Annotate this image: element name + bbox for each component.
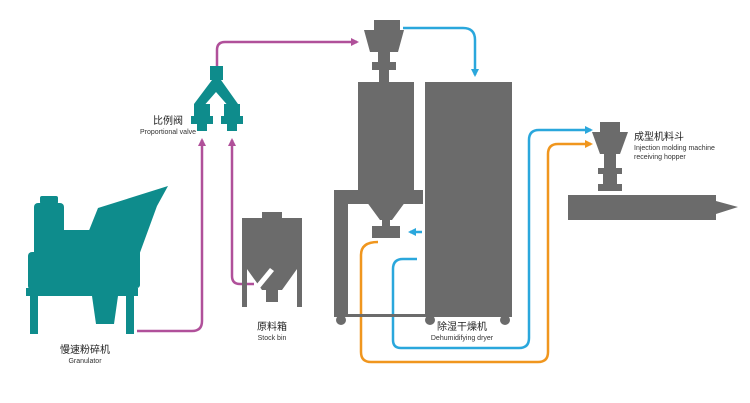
granulator-leg-right: [126, 296, 134, 334]
stock-bin: [242, 212, 302, 307]
loader-cone: [364, 30, 404, 52]
hopper-label-cn: 成型机料斗: [634, 130, 684, 143]
hopper-flange-1: [598, 168, 622, 174]
dehumidifying-dryer: [334, 20, 512, 325]
stock-bin-label-en: Stock bin: [258, 335, 287, 342]
stock-bin-outlet: [266, 290, 278, 302]
granulator-base: [26, 288, 138, 296]
label-proportional-valve: 比例阀 Proportional valve: [140, 114, 196, 136]
valve-label-cn: 比例阀: [153, 114, 183, 127]
granulator-label-cn: 慢速粉碎机: [60, 343, 110, 356]
stock-bin-leg-left: [242, 262, 247, 307]
loader-stem: [379, 70, 389, 82]
flow-lines: [137, 26, 593, 364]
purple-line-granulator-to-valve: [137, 138, 206, 333]
hopper-label-en-1: Injection molding machine: [634, 145, 715, 152]
stock-bin-body: [242, 218, 302, 290]
hopper-label-en-2: receiving hopper: [634, 154, 686, 161]
valve-outlet-right: [227, 124, 237, 131]
granulator-label-en: Granulator: [68, 358, 102, 365]
loader-cap: [374, 20, 400, 30]
dryer-label-en: Dehumidifying dryer: [431, 335, 494, 342]
granulator-gearbox: [28, 252, 78, 290]
granulator-discharge: [92, 296, 118, 324]
hopper-flange-2: [598, 184, 622, 191]
dryer-wheel-1: [336, 315, 346, 325]
label-granulator: 慢速粉碎机 Granulator: [60, 343, 110, 365]
blue-line-loader-to-dryer: [403, 26, 479, 77]
valve-leg-right: [224, 104, 240, 116]
molding-machine: [568, 122, 738, 220]
granulator-body: [60, 230, 140, 288]
valve-outlet-left: [197, 124, 207, 131]
dryer-label-cn: 除湿干燥机: [437, 320, 487, 333]
valve-body: [194, 80, 238, 108]
label-stock-bin: 原料箱 Stock bin: [257, 320, 287, 342]
valve-foot-left: [191, 116, 213, 124]
dryer-frame-top: [334, 190, 424, 204]
stock-bin-suction-tube: [256, 268, 274, 288]
purple-line-stockbin-to-valve: [228, 138, 254, 286]
hopper-outlet: [372, 226, 400, 238]
barrel: [568, 195, 738, 220]
valve-inlet: [210, 66, 223, 80]
drying-hopper: [358, 82, 414, 220]
granulator-leg-left: [30, 296, 38, 334]
dryer-frame-leg: [334, 204, 348, 316]
granulator: [26, 186, 168, 334]
valve-label-en: Proportional valve: [140, 129, 196, 136]
hopper-top: [600, 122, 620, 132]
granulator-motor: [34, 203, 64, 258]
label-hopper: 成型机料斗 Injection molding machine receivin…: [634, 130, 715, 161]
dryer-wheel-2: [425, 315, 435, 325]
stock-bin-leg-right: [297, 262, 302, 307]
hopper-outlet-neck: [382, 218, 390, 228]
proportional-valve: [191, 66, 243, 131]
granulator-motor-cap: [40, 196, 58, 204]
dryer-wheel-3: [500, 315, 510, 325]
stock-bin-lid: [262, 212, 282, 218]
valve-leg-left: [194, 104, 210, 116]
stock-bin-label-cn: 原料箱: [257, 320, 287, 333]
hopper-neck-2: [603, 174, 617, 184]
hopper-neck: [604, 154, 616, 168]
orange-line-dryer-to-hopper: [359, 140, 593, 364]
valve-foot-right: [221, 116, 243, 124]
label-dryer: 除湿干燥机 Dehumidifying dryer: [431, 320, 494, 342]
blue-line-dryer-to-hopper: [391, 126, 593, 350]
loader-neck: [378, 52, 390, 62]
dryer-cabinet: [424, 82, 512, 314]
hopper-cone: [592, 132, 628, 154]
loader-flange: [372, 62, 396, 70]
dryer-base: [334, 314, 512, 317]
purple-line-valve-to-loader: [215, 38, 359, 68]
